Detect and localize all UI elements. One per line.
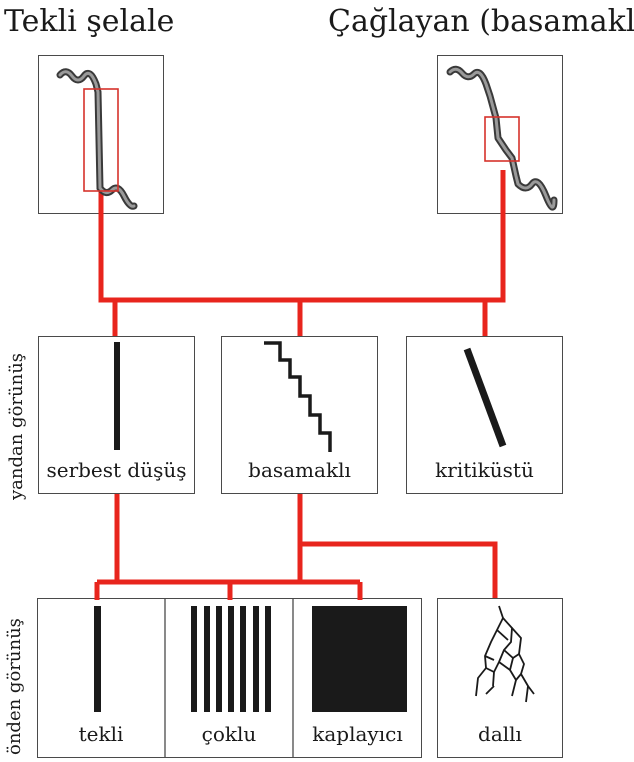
single-waterfall-highlight — [83, 88, 119, 192]
stepped-icon — [264, 341, 332, 452]
title-single-waterfall: Tekli şelale — [4, 4, 175, 39]
single-front-label: tekli — [78, 722, 124, 746]
title-cascade-waterfall: Çağlayan (basamaklı) — [328, 4, 634, 39]
single-front-icon — [94, 606, 101, 712]
stepped-label: basamaklı — [248, 458, 351, 482]
supercritical-icon — [463, 347, 507, 448]
branched-front-icon — [475, 605, 535, 703]
covering-front-label: kaplayıcı — [312, 722, 403, 746]
connector-lines — [94, 170, 506, 600]
free-fall-label: serbest düşüş — [46, 458, 187, 482]
supercritical-label: kritiküstü — [435, 458, 534, 482]
single-waterfall-river-icon — [56, 68, 138, 210]
supercritical-box — [406, 336, 563, 494]
branched-front-label: dallı — [478, 722, 522, 746]
multiple-front-icon — [191, 606, 271, 712]
cascade-highlight — [484, 116, 520, 162]
multiple-front-label: çoklu — [201, 722, 257, 746]
stepped-box — [221, 336, 378, 494]
covering-front-icon — [312, 606, 407, 712]
cascade-river-icon — [446, 65, 558, 211]
